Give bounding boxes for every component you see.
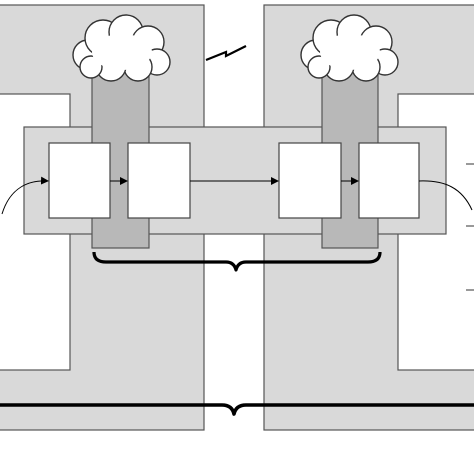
outgoing-line — [418, 180, 473, 211]
lightning-bolt-icon — [205, 45, 247, 62]
incoming-arrow — [1, 176, 49, 215]
box-3 — [278, 142, 342, 219]
brace-icon-upper — [92, 251, 382, 272]
box-1 — [48, 142, 111, 219]
box-4 — [358, 142, 420, 219]
box-2 — [127, 142, 191, 219]
cloud-icon-left — [72, 14, 171, 82]
cloud-icon-right — [300, 14, 399, 82]
brace-icon-lower — [0, 403, 474, 416]
